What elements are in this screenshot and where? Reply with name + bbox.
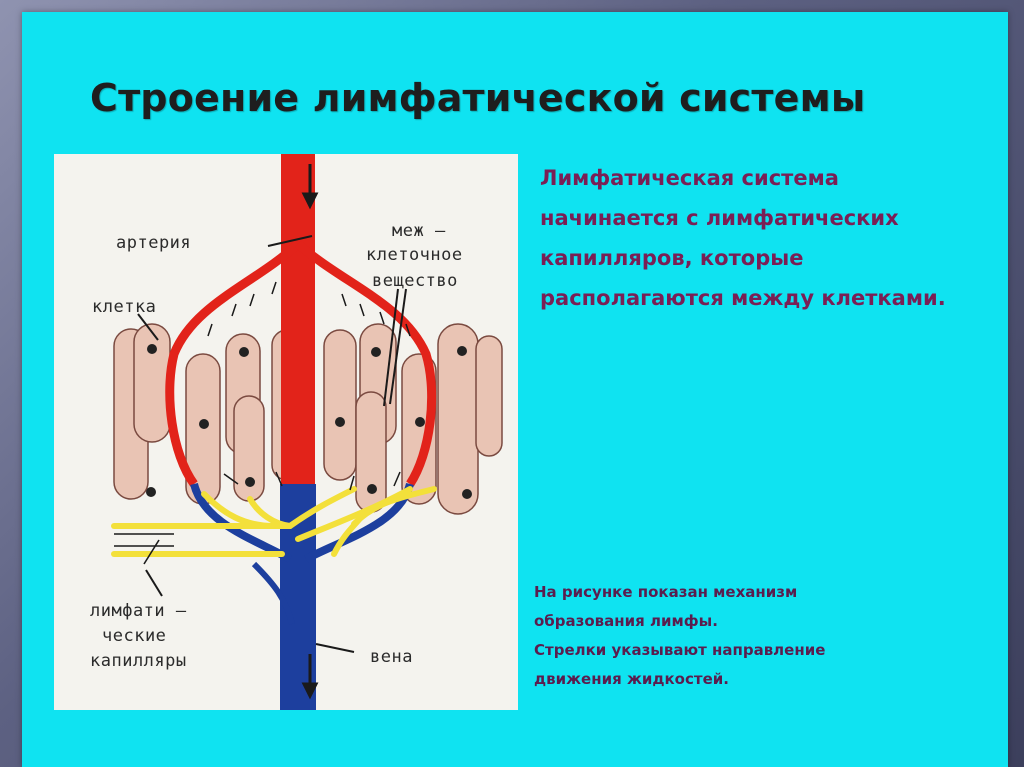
intro-paragraph: Лимфатическая система начинается с лимфа… <box>540 166 946 310</box>
caption-line: образования лимфы. <box>534 612 718 630</box>
filtration-arrows <box>207 281 411 491</box>
label-vein: вена <box>370 647 413 667</box>
lymph-flow-arrows <box>114 533 174 565</box>
diagram-graphic: артерия клетка меж — клеточное вещество … <box>90 154 503 710</box>
label-capillaries-2: ческие <box>102 626 166 646</box>
cell <box>323 329 357 481</box>
caption-line: движения жидкостей. <box>534 670 729 688</box>
label-capillaries-3: капилляры <box>90 651 187 671</box>
lymph-system-diagram: артерия клетка меж — клеточное вещество … <box>54 154 518 710</box>
label-artery: артерия <box>116 233 191 253</box>
label-intercellular-1: меж — <box>392 221 446 241</box>
label-intercellular-3: вещество <box>372 271 458 291</box>
slide-title: Строение лимфатической системы <box>90 76 866 120</box>
label-capillaries-1: лимфати — <box>90 601 187 621</box>
slide: Строение лимфатической системы <box>22 12 1008 767</box>
label-intercellular-2: клеточное <box>366 245 463 265</box>
leader-lines <box>137 235 407 653</box>
caption-line: Стрелки указывают направление <box>534 641 826 659</box>
label-cell: клетка <box>92 297 156 317</box>
artery <box>165 154 437 487</box>
figure-caption: На рисунке показан механизм образования … <box>534 578 934 694</box>
caption-line: На рисунке показан механизм <box>534 583 798 601</box>
cell <box>133 323 171 443</box>
cell <box>475 335 503 457</box>
flow-arrows <box>301 164 319 700</box>
lymphatic-capillaries <box>111 486 437 557</box>
cell <box>355 391 387 513</box>
